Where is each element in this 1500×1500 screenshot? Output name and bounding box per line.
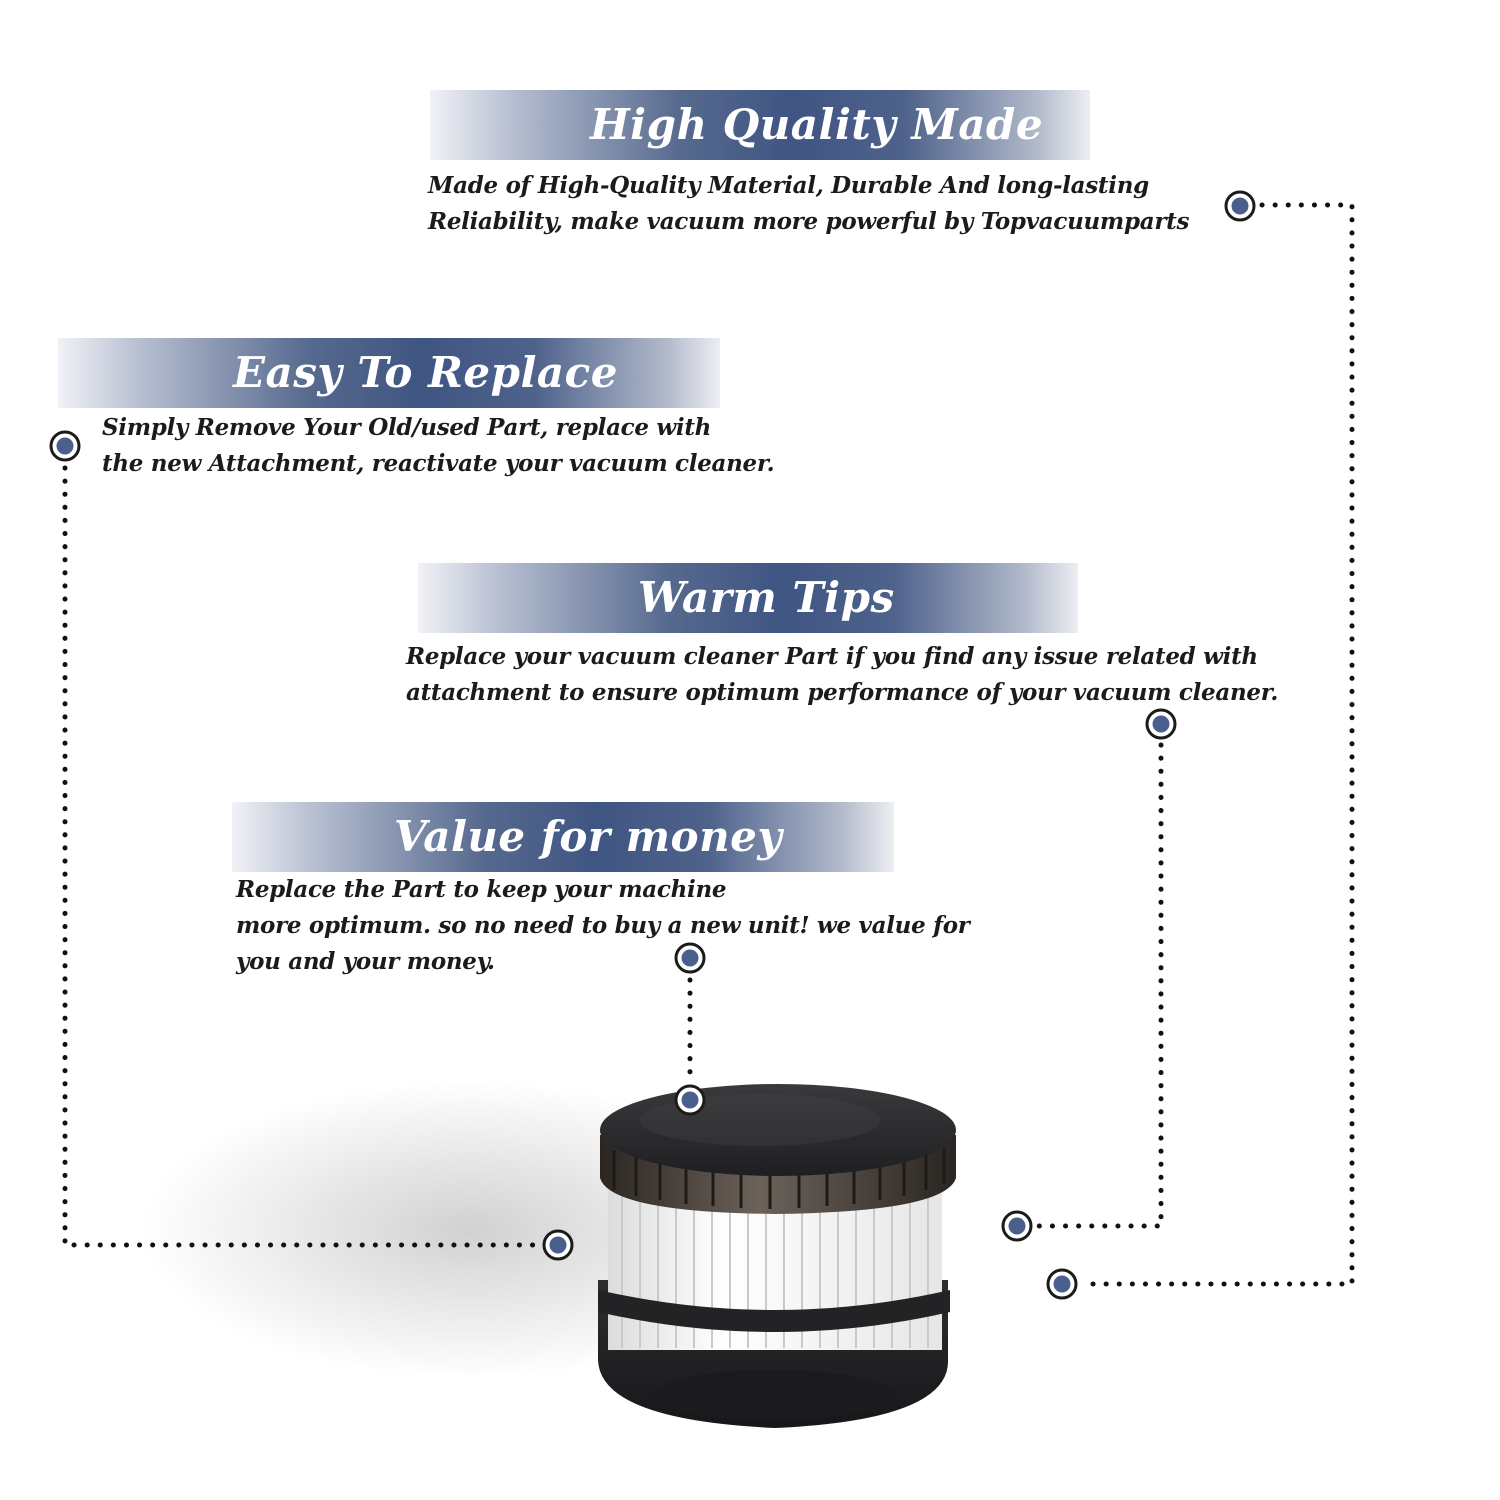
filter-base-lip bbox=[598, 1290, 950, 1332]
desc-high-quality-line-1: Made of High-Quality Material, Durable A… bbox=[428, 172, 1149, 199]
title-easy-replace: Easy To Replace bbox=[233, 348, 618, 397]
title-high-quality: High Quality Made bbox=[590, 100, 1044, 149]
banner-easy-replace: Easy To Replace bbox=[58, 338, 720, 408]
filter-base-bottom bbox=[653, 1370, 893, 1420]
banner-high-quality: High Quality Made bbox=[430, 90, 1090, 160]
desc-high-quality: Made of High-Quality Material, Durable A… bbox=[428, 168, 1189, 240]
desc-high-quality-line-2: Reliability, make vacuum more powerful b… bbox=[428, 208, 1190, 235]
title-warm-tips: Warm Tips bbox=[638, 573, 895, 622]
desc-easy-replace-line-1: Simply Remove Your Old/used Part, replac… bbox=[102, 414, 712, 441]
filter-cap-highlight bbox=[640, 1094, 880, 1146]
